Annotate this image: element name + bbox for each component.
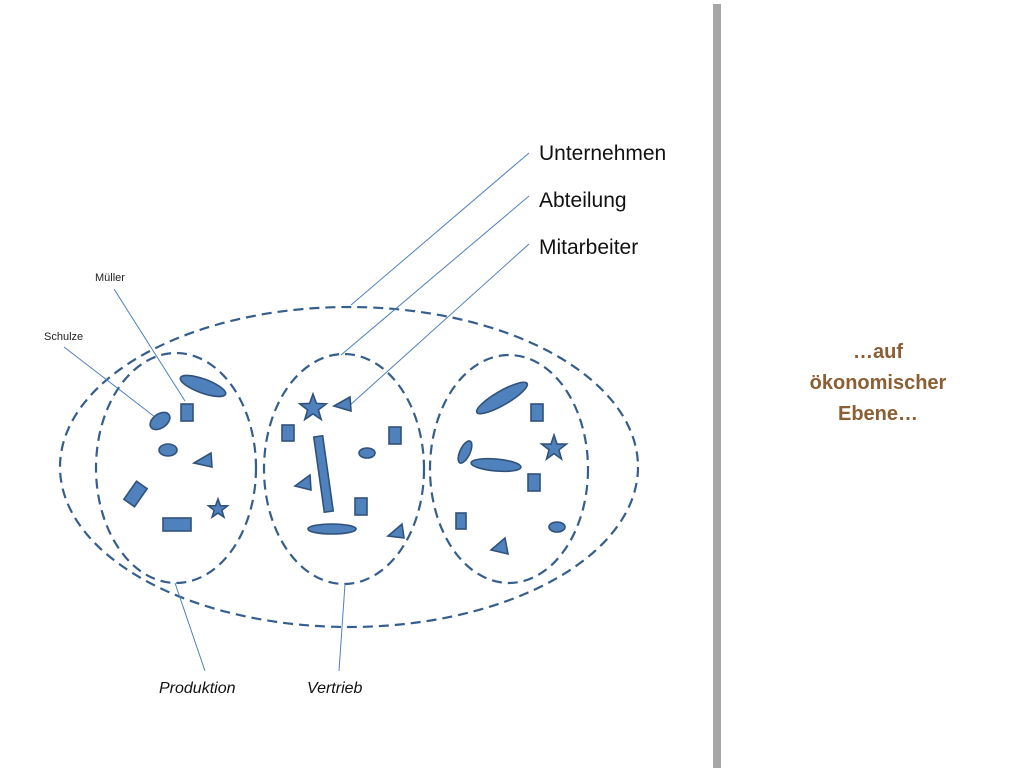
employee-rectangle-shape: [312, 434, 335, 514]
leader-line-unternehmen: [350, 152, 530, 306]
label-schulze: Schulze: [44, 331, 83, 343]
label-produktion: Produktion: [159, 680, 236, 697]
employee-oval-shape: [470, 457, 522, 473]
employee-rectangle-shape: [527, 473, 541, 492]
employee-triangle-shape: [331, 395, 352, 413]
employee-rectangle-shape: [388, 426, 402, 445]
side-caption-line-1: …auf: [853, 341, 903, 363]
employee-oval-shape: [358, 447, 376, 459]
side-caption: …auf ökonomischer Ebene…: [760, 337, 996, 430]
leader-line-mitarbeiter: [348, 243, 530, 407]
side-caption-line-2: ökonomischer: [809, 372, 947, 394]
department-outline-produktion: [94, 351, 258, 585]
label-unternehmen: Unternehmen: [539, 142, 666, 165]
leader-line-mueller: [113, 288, 186, 402]
label-mitarbeiter: Mitarbeiter: [539, 236, 638, 259]
employee-triangle-shape: [489, 536, 510, 556]
employee-rectangle-shape: [354, 497, 368, 516]
employee-oval-shape: [548, 521, 566, 533]
employee-triangle-shape: [293, 473, 312, 492]
employee-rectangle-shape: [180, 403, 194, 422]
employee-oval-shape: [158, 443, 178, 457]
employee-rectangle-shape: [162, 517, 192, 532]
leader-line-schulze: [63, 346, 156, 418]
employee-rectangle-shape: [530, 403, 544, 422]
company-outline: [58, 305, 640, 629]
employee-rectangle-shape: [122, 480, 149, 508]
vertical-divider: [713, 4, 721, 768]
department-outline-third: [428, 353, 590, 585]
department-outline-vertrieb: [262, 352, 426, 586]
label-vertrieb: Vertrieb: [307, 680, 363, 697]
label-abteilung: Abteilung: [539, 189, 627, 212]
employee-oval-shape: [179, 374, 227, 398]
employee-star-shape: [206, 496, 230, 520]
employee-oval-shape: [307, 523, 357, 535]
leader-line-produktion: [174, 582, 206, 672]
employee-oval-shape: [475, 381, 529, 415]
employee-schulze-oval: [149, 411, 171, 431]
employee-oval-shape: [457, 440, 473, 464]
employee-star-shape: [297, 391, 329, 422]
employee-star-shape: [539, 432, 569, 461]
side-caption-line-3: Ebene…: [837, 403, 919, 425]
label-mueller: Müller: [95, 272, 125, 284]
employee-triangle-shape: [191, 451, 213, 469]
employee-rectangle-shape: [455, 512, 467, 530]
employee-rectangle-shape: [281, 424, 295, 442]
employee-triangle-shape: [386, 522, 405, 539]
leader-line-abteilung: [340, 195, 530, 356]
leader-line-vertrieb: [338, 583, 346, 672]
